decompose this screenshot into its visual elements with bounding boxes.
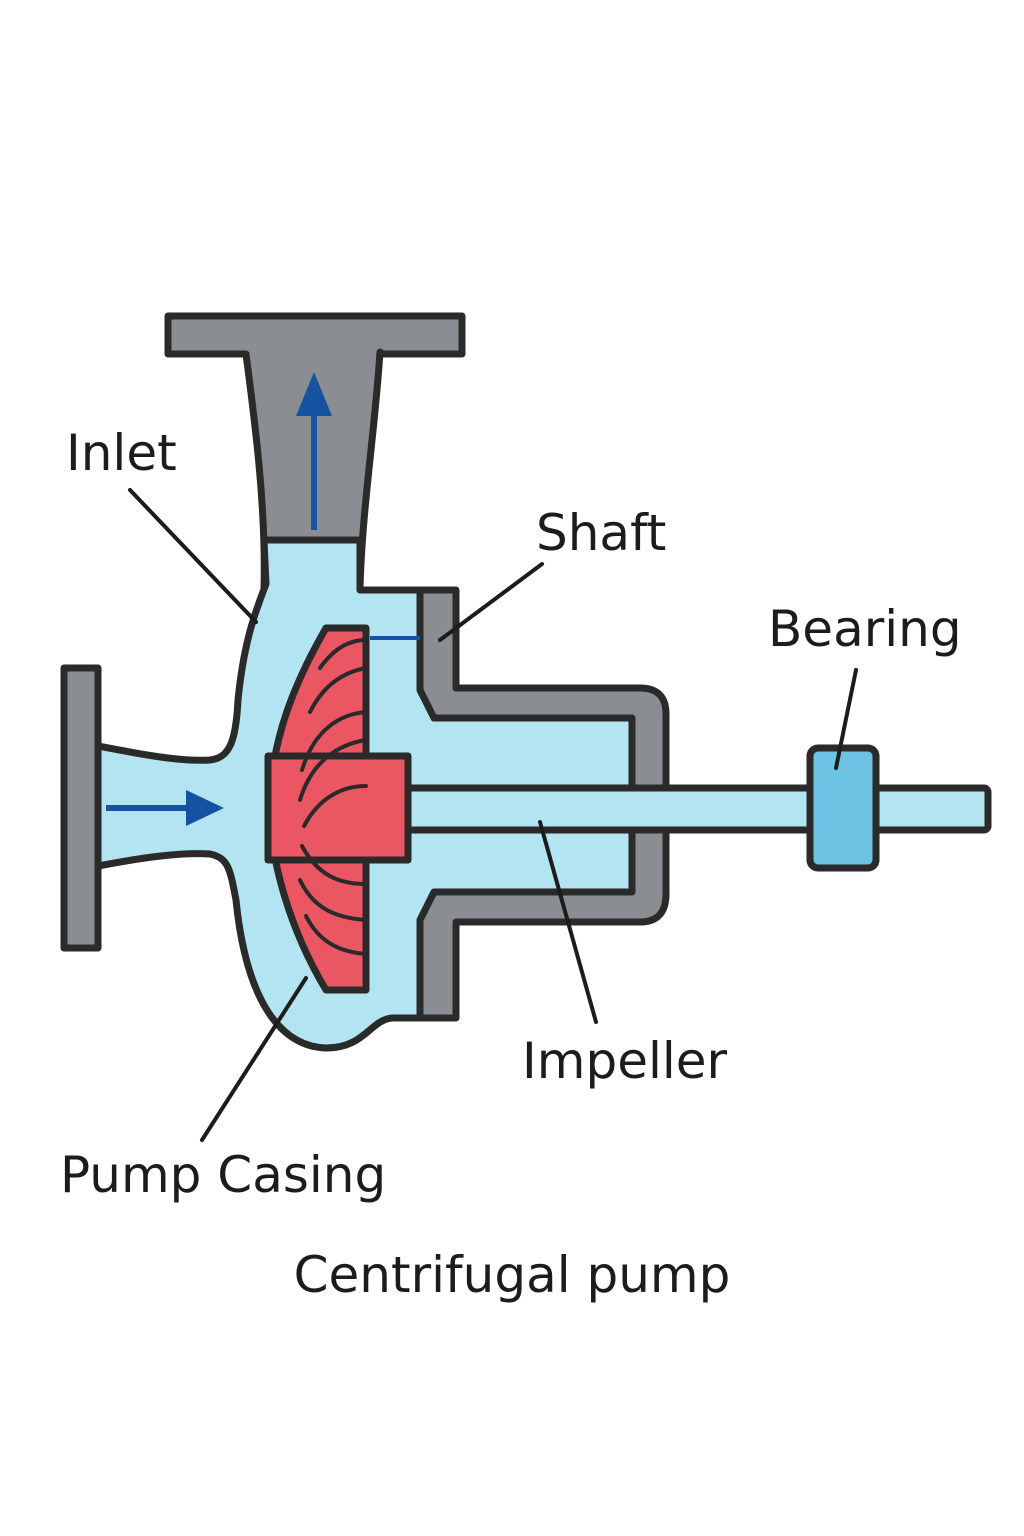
impeller-vanes xyxy=(298,638,368,956)
suction-arrow-icon xyxy=(106,790,224,826)
inlet-label: Inlet xyxy=(66,424,177,482)
impeller-label: Impeller xyxy=(522,1032,727,1090)
pump-casing-leader xyxy=(200,976,308,1142)
bearing-body xyxy=(806,744,880,872)
shaft-label: Shaft xyxy=(536,504,666,562)
bearing-label: Bearing xyxy=(768,600,962,658)
flow-arrows xyxy=(106,372,332,826)
suction-pipe xyxy=(60,664,102,952)
shaft-leader xyxy=(438,562,544,642)
suction-flange xyxy=(60,664,102,952)
bearing-leader xyxy=(834,668,858,770)
shaft xyxy=(404,784,992,834)
impeller-leader xyxy=(538,820,598,1024)
bearing xyxy=(806,744,880,872)
shaft-body xyxy=(404,784,992,834)
impeller-hub xyxy=(264,752,412,864)
pump-casing-label: Pump Casing xyxy=(60,1146,386,1204)
diagram-title: Centrifugal pump xyxy=(294,1246,731,1304)
impeller xyxy=(264,624,412,994)
leader-lines xyxy=(128,488,858,1142)
discharge-arrow-icon xyxy=(296,372,332,530)
inlet-leader xyxy=(128,488,258,624)
